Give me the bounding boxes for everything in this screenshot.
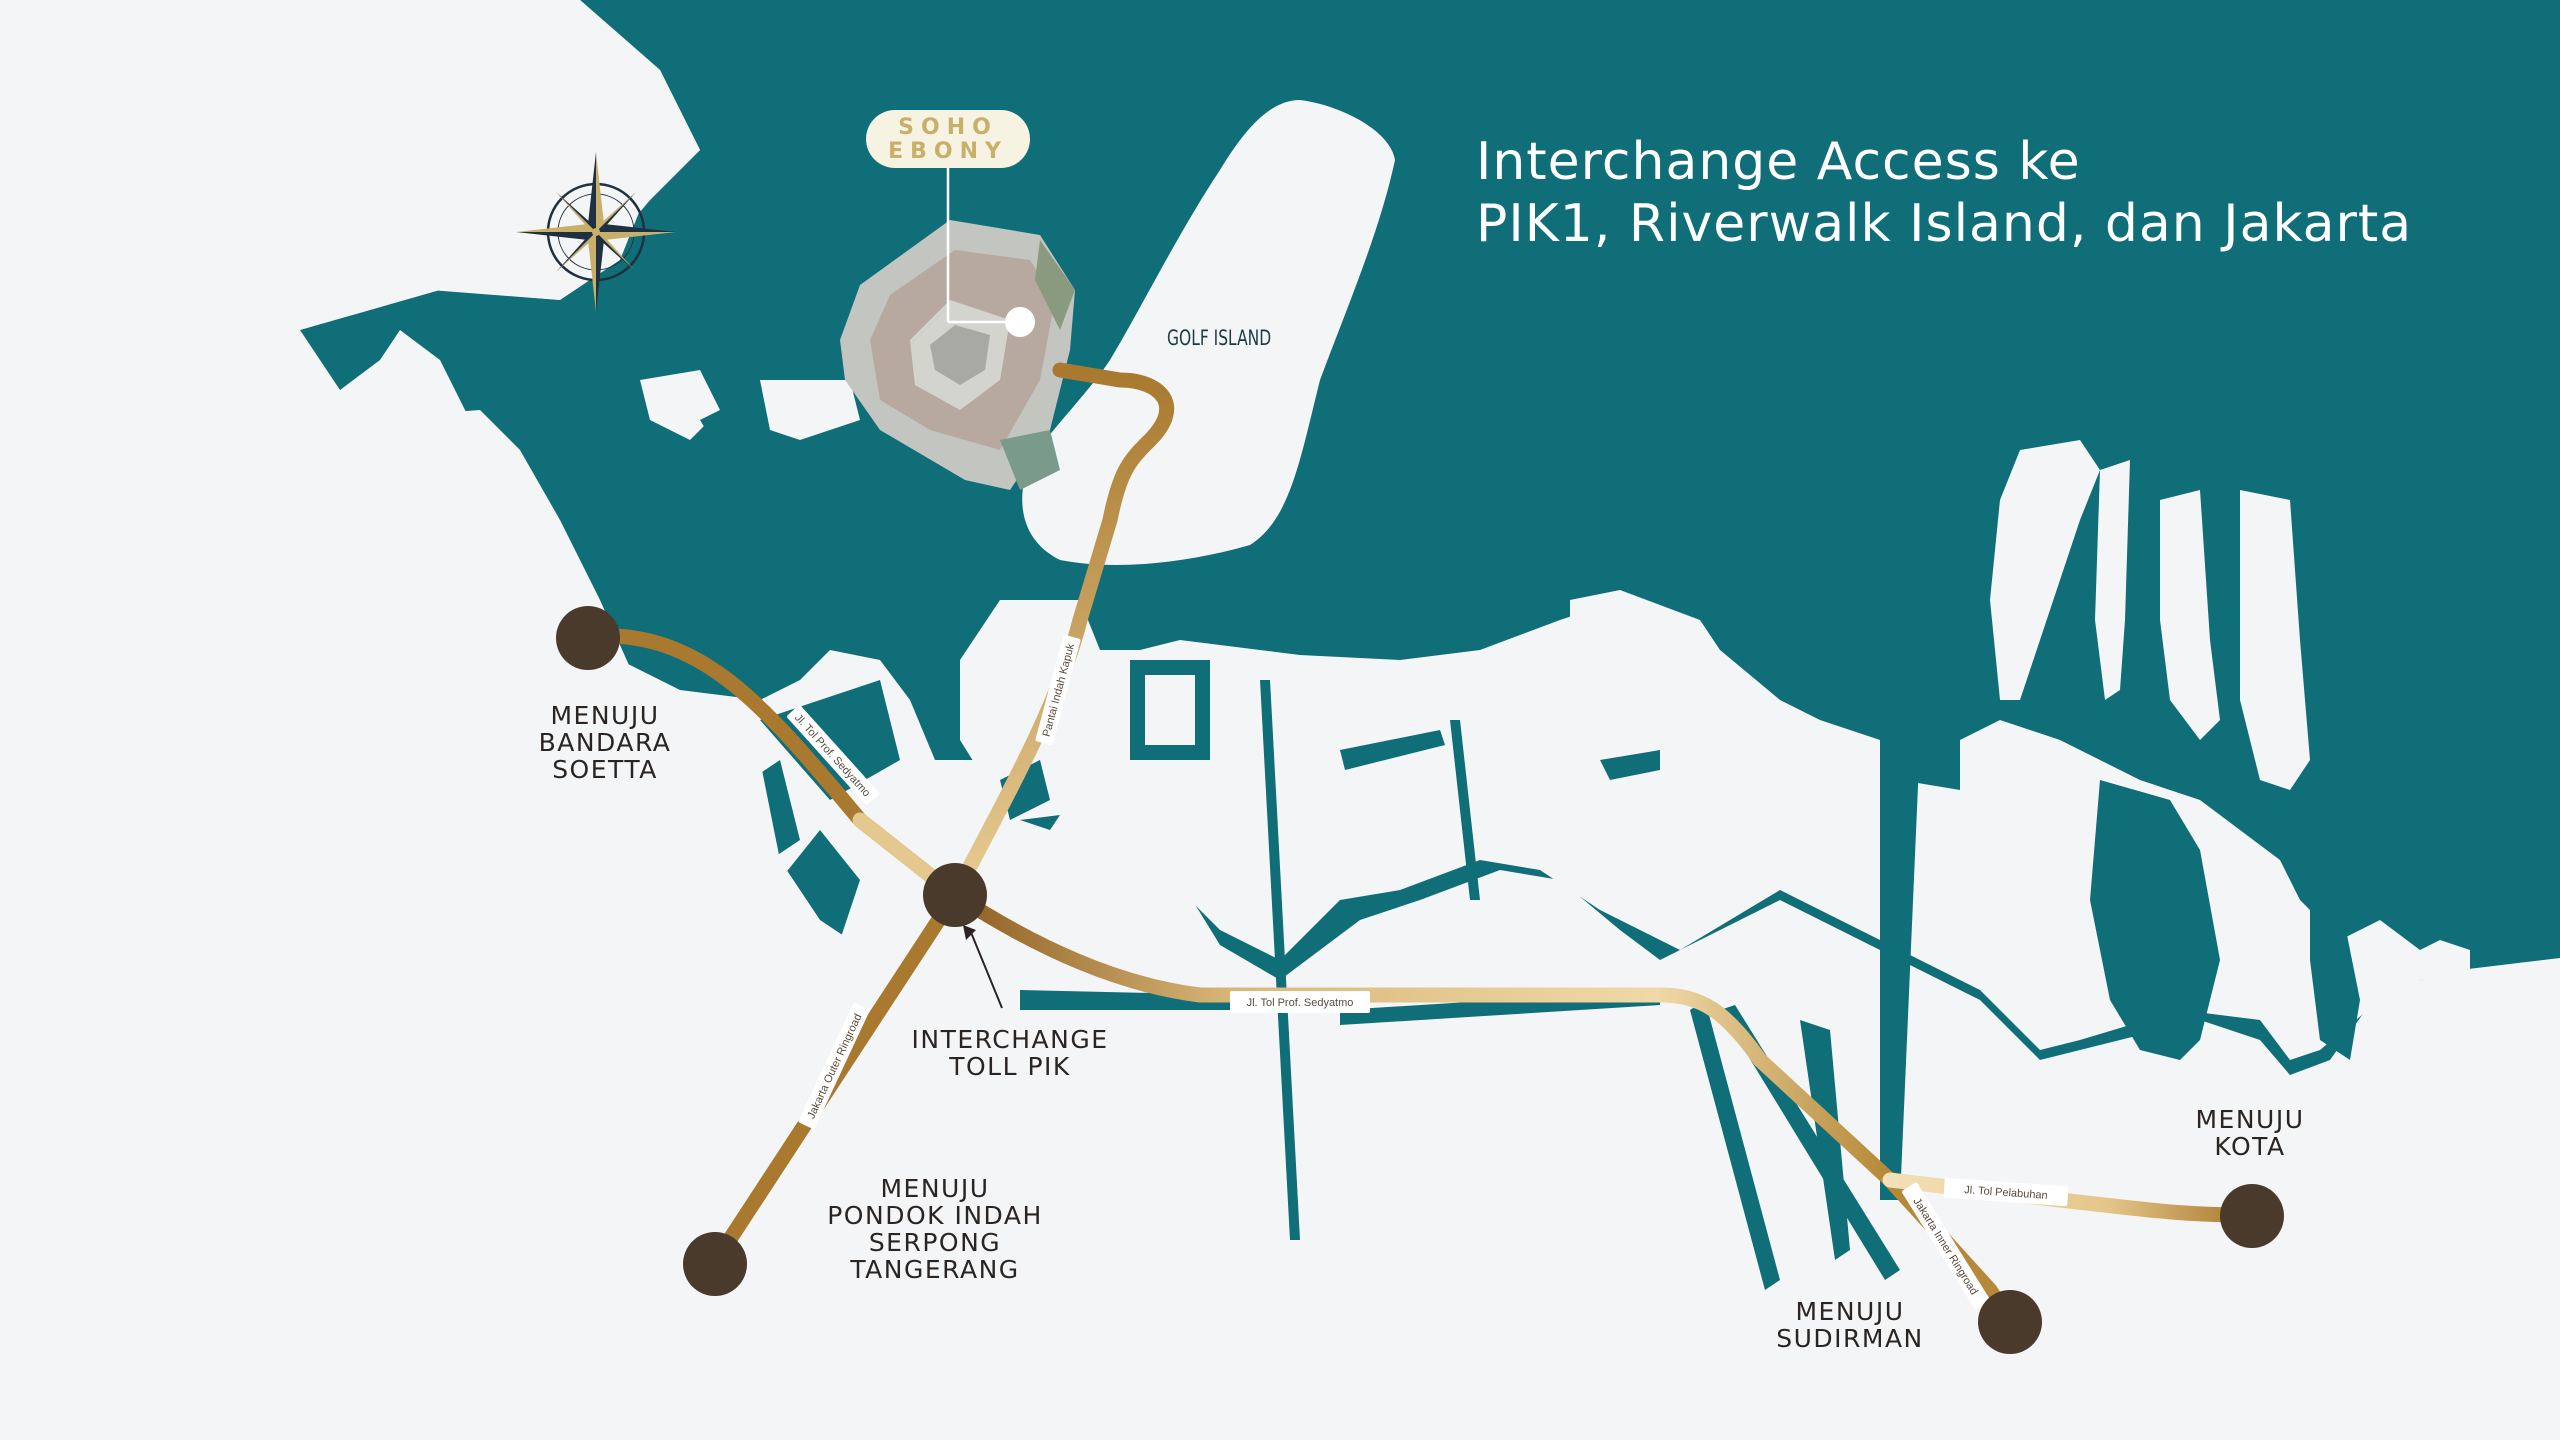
map-title-line2: PIK1, Riverwalk Island, dan Jakarta	[1476, 194, 2413, 254]
road-label-sedyatmo-main: Jl. Tol Prof. Sedyatmo	[1247, 997, 1354, 1009]
dest-bandara-line: MENUJU	[550, 701, 660, 730]
dest-pondok-line: TANGERANG	[850, 1255, 1020, 1284]
soho-badge-line1: SOHO	[898, 115, 998, 140]
node-interchange	[923, 863, 987, 927]
dest-interchange-line: TOLL PIK	[949, 1052, 1071, 1081]
arrow-head-icon	[963, 925, 976, 940]
dest-bandara: MENUJU BANDARA SOETTA	[530, 702, 680, 783]
dest-bandara-line: SOETTA	[552, 755, 658, 784]
destination-nodes	[556, 606, 2284, 1354]
map-title-line1: Interchange Access ke	[1476, 132, 2081, 192]
dest-pondok-indah: MENUJU PONDOK INDAH SERPONG TANGERANG	[800, 1175, 1070, 1283]
golf-island	[1022, 100, 1395, 565]
soho-badge-line2: EBONY	[888, 139, 1008, 164]
dest-interchange: INTERCHANGE TOLL PIK	[880, 1026, 1140, 1080]
node-kota	[2220, 1184, 2284, 1248]
dest-kota-line: KOTA	[2214, 1132, 2286, 1161]
dest-sudirman-line: SUDIRMAN	[1776, 1324, 1924, 1353]
dest-bandara-line: BANDARA	[538, 728, 672, 757]
road-sedyatmo-main	[947, 887, 1898, 1188]
node-bandara	[556, 606, 620, 670]
node-sudirman	[1978, 1290, 2042, 1354]
golf-island-label: GOLF ISLAND	[1167, 326, 1272, 350]
dest-pondok-line: MENUJU	[880, 1174, 990, 1203]
dest-interchange-line: INTERCHANGE	[911, 1025, 1109, 1054]
dest-sudirman: MENUJU SUDIRMAN	[1760, 1298, 1940, 1352]
dest-pondok-line: SERPONG	[868, 1228, 1002, 1257]
compass-rose-icon	[516, 152, 676, 312]
node-pondok-indah	[683, 1232, 747, 1296]
road-pik	[947, 362, 1175, 903]
dest-kota: MENUJU KOTA	[2160, 1106, 2340, 1160]
road-label-pelabuhan: Jl. Tol Pelabuhan	[1964, 1184, 2048, 1202]
dest-sudirman-line: MENUJU	[1795, 1297, 1905, 1326]
soho-ebony-badge: SOHO EBONY	[866, 110, 1030, 168]
dest-kota-line: MENUJU	[2195, 1105, 2305, 1134]
dest-pondok-line: PONDOK INDAH	[827, 1201, 1043, 1230]
road-bandara	[582, 628, 963, 903]
soho-ebony-site	[840, 220, 1075, 490]
interchange-pointer-arrow	[969, 929, 1003, 1009]
